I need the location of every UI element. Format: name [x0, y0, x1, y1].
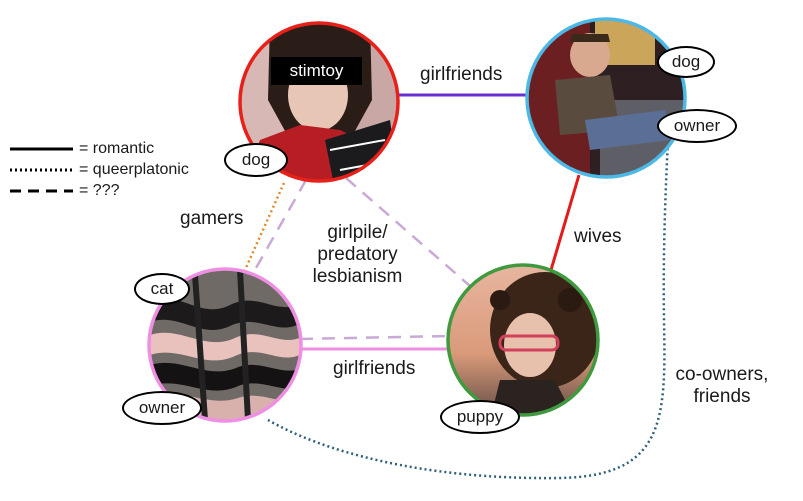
caption-stimtoy: stimtoy — [271, 57, 362, 85]
legend-dashed-line — [10, 189, 73, 193]
legend-text-unknown: = ??? — [79, 182, 120, 199]
legend-text-queerplatonic: = queerplatonic — [79, 161, 189, 178]
legend-text-romantic: = romantic — [79, 140, 155, 157]
tag-dog-top-left: dog — [224, 143, 288, 177]
label-girlfriends-bottom: girlfriends — [333, 358, 416, 379]
label-wives: wives — [574, 226, 622, 247]
edge-line-dashed-tl-bl — [254, 179, 308, 269]
edge-line-wives — [549, 174, 581, 271]
avatar-bottom-right — [448, 265, 598, 415]
legend-row-queerplatonic: = queerplatonic — [10, 160, 189, 180]
edge-line-dashed-tl-br — [345, 177, 471, 287]
tag-owner-bottom-left: owner — [122, 391, 202, 425]
label-gamers: gamers — [180, 208, 244, 229]
label-coowners-line-1: co-owners, — [675, 364, 769, 385]
legend-solid-line — [10, 147, 73, 151]
label-girlpile-line-3: lesbianism — [312, 266, 403, 287]
label-girlfriends-top: girlfriends — [420, 64, 503, 85]
label-girlpile-group: girlpile/ predatory lesbianism — [300, 222, 415, 288]
avatar-top-right — [527, 19, 685, 177]
legend-row-unknown: = ??? — [10, 181, 119, 201]
tag-owner-top-right: owner — [657, 109, 737, 143]
label-girlpile-line-1: girlpile/ — [327, 222, 388, 243]
edge-line-dashed-bl-br — [299, 334, 450, 341]
edge-line-gamers — [243, 182, 286, 271]
tag-cat: cat — [134, 273, 190, 305]
edge-line-coowners — [267, 139, 670, 480]
label-girlpile-line-2: predatory — [317, 244, 398, 265]
label-coowners-line-2: friends — [693, 386, 751, 407]
legend-row-romantic: = romantic — [10, 139, 154, 159]
tag-dog-top-right: dog — [657, 46, 715, 78]
legend-dotted-line — [10, 168, 73, 172]
tag-puppy: puppy — [440, 400, 520, 434]
label-coowners-group: co-owners, friends — [662, 364, 782, 408]
